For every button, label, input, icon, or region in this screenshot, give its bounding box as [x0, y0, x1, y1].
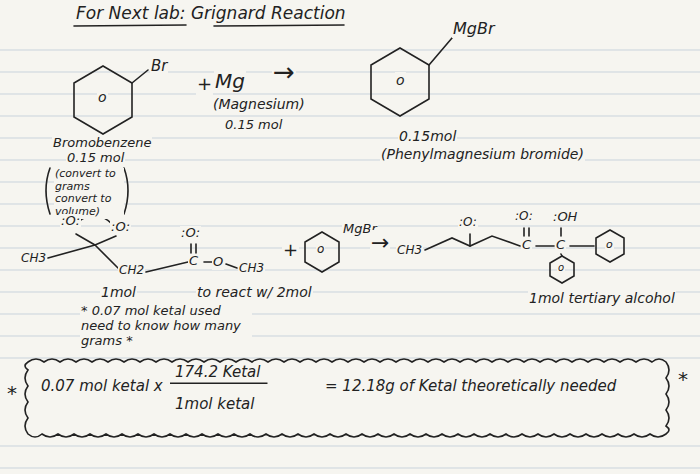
ruled-line — [0, 248, 700, 249]
note-text: CH3 — [396, 244, 423, 258]
benzene-ring — [550, 256, 574, 283]
note-text: Mg — [214, 70, 246, 93]
bond — [95, 236, 116, 245]
bond — [146, 262, 188, 272]
note-text: CH2 — [118, 264, 145, 278]
bond — [429, 38, 452, 65]
note-text: o — [316, 243, 325, 257]
fraction-bar — [170, 383, 267, 384]
calculation-text: 1mol ketal — [174, 396, 255, 413]
calculation-text: 0.07 mol ketal x — [40, 378, 164, 395]
bond — [95, 245, 118, 268]
note-text: C — [521, 238, 532, 253]
bond — [560, 228, 562, 236]
bond — [76, 234, 95, 245]
calculation-text: = 12.18g of Ketal theoretically needed — [324, 378, 617, 395]
note-text: :O: — [110, 220, 131, 235]
underline — [214, 25, 344, 26]
note-text: :O: — [180, 226, 201, 241]
note-text: 0.15 mol — [224, 118, 283, 133]
bracket — [46, 168, 50, 214]
note-text: C — [555, 238, 566, 253]
benzene-ring — [305, 232, 339, 272]
bond — [132, 70, 148, 83]
bond — [570, 245, 594, 247]
note-text: o — [557, 262, 565, 274]
calculation-cloud: 0.07 mol ketal x 174.2 Ketal 1mol ketal = 1… — [24, 358, 670, 438]
ruled-line — [0, 446, 700, 447]
ink-drawing — [46, 25, 624, 283]
note-text: 0.15 mol — [66, 151, 125, 166]
note-text: → — [272, 58, 296, 88]
note-text: * 0.07 mol ketal used need to know how m… — [80, 304, 252, 349]
note-text: 1mol tertiary alcohol — [528, 290, 676, 306]
note-text: o — [395, 72, 406, 88]
bond — [226, 264, 237, 268]
note-text: + — [196, 74, 213, 95]
bond — [204, 261, 212, 263]
note-text: to react w/ 2mol — [196, 284, 313, 300]
note-text: :O: — [60, 214, 81, 229]
cloud-outline — [24, 358, 670, 438]
note-text: o — [605, 239, 614, 252]
benzene-ring — [371, 48, 429, 116]
bond — [48, 245, 95, 258]
note-text: :OH — [552, 210, 578, 225]
benzene-ring — [596, 230, 624, 262]
bond — [536, 245, 554, 247]
note-text: * — [6, 382, 18, 405]
note-text: (convert to grams convert to volume) — [54, 168, 124, 219]
note-text: CH3 — [238, 262, 265, 276]
underline — [74, 25, 186, 26]
note-text: Br — [150, 58, 168, 75]
note-text: :O: — [514, 210, 534, 224]
bond — [469, 234, 471, 246]
note-text: CH3 — [20, 252, 47, 266]
ruled-line — [0, 270, 700, 271]
calculation-text: 174.2 Ketal — [174, 364, 261, 381]
note-text: 1mol — [100, 284, 137, 300]
ruled-line — [0, 116, 700, 117]
bracket — [124, 168, 128, 214]
note-text: (Phenylmagnesium bromide) — [380, 146, 585, 162]
ruled-line — [0, 50, 700, 51]
note-text: O — [212, 255, 224, 270]
note-text: + — [282, 240, 299, 261]
cloud-outline-path — [25, 359, 669, 437]
double-bond — [191, 244, 196, 253]
note-text: C — [188, 254, 199, 269]
double-bond — [524, 228, 529, 236]
benzene-ring — [74, 66, 132, 134]
note-text: o — [97, 89, 108, 105]
note-text: 0.15mol — [398, 128, 457, 144]
note-text: :O: — [458, 216, 478, 230]
note-text: MgBr — [452, 20, 496, 38]
note-text: → — [370, 230, 390, 255]
note-text: (Magnesium) — [212, 96, 306, 112]
bond — [425, 236, 520, 250]
note-text: Bromobenzene — [52, 136, 152, 151]
page-title: For Next lab: Grignard Reaction — [75, 4, 347, 24]
ruled-line — [0, 468, 700, 469]
ruled-line — [0, 72, 700, 73]
ruled-lines — [0, 50, 700, 468]
note-text: * — [677, 368, 689, 391]
